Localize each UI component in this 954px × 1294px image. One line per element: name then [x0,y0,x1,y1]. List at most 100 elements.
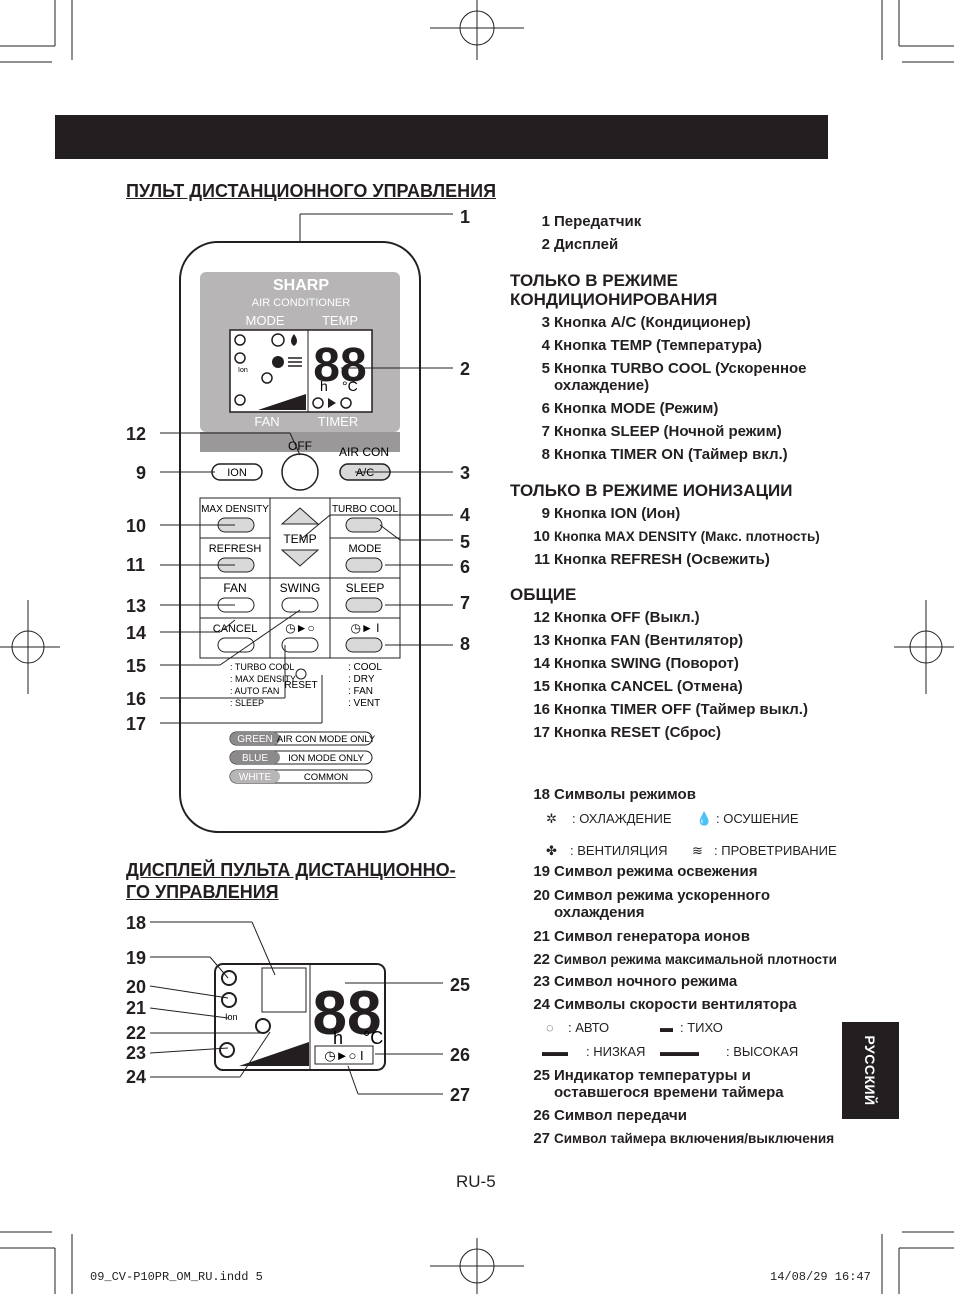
remote-control-illustration: SHARP AIR CONDITIONER MODE TEMP 88 h °C … [179,241,421,833]
heading-common: ОБЩИЕ [510,585,577,604]
reset-icon [295,668,307,680]
callout-26: 26 [450,1045,471,1065]
svg-text:: AUTO FAN: : AUTO FAN [230,686,279,696]
callout-3: 3 [460,463,471,483]
transmit-icon [328,398,336,408]
svg-text:SLEEP: SLEEP [346,581,385,595]
language-tab: РУССКИЙ [842,1022,899,1119]
svg-text:SWING: SWING [280,581,321,595]
svg-text:Ion: Ion [238,367,248,374]
callout-1: 1 [460,207,471,227]
display-section-title-1: ДИСПЛЕЙ ПУЛЬТА ДИСТАНЦИОННО- [126,860,456,880]
svg-text:ION: ION [227,467,247,479]
display-refresh-icon [221,970,237,986]
svg-text:Ion: Ion [225,1012,238,1022]
svg-text:AIR CON MODE ONLY: AIR CON MODE ONLY [277,734,376,745]
callout-19: 19 [126,948,147,968]
callout-4: 4 [460,505,471,525]
high-fan-icon: ▬▬▬ [660,1044,699,1059]
fan-symbol-label: : ВЕНТИЛЯЦИЯ [570,843,668,858]
svg-text:TEMP: TEMP [283,532,316,546]
callout-27: 27 [450,1085,471,1105]
timer-on-button [345,637,383,653]
temp-up-button [280,507,320,525]
mode-symbol-box [261,967,307,1013]
svg-text:COMMON: COMMON [304,772,348,783]
cancel-button [217,637,255,653]
display-turbo-icon [221,992,237,1008]
auto-fan-label: : АВТО [568,1020,610,1035]
vent-icon [288,357,302,367]
cool-symbol-icon: ✲ [546,811,557,826]
auto-fan-icon: ◌ [546,1020,554,1035]
display-lower-panel [200,432,400,452]
display-autofan-icon [219,1042,235,1058]
heading-aircon-1: ТОЛЬКО В РЕЖИМЕ [510,271,678,290]
callout-14: 14 [126,623,147,643]
svg-text:: FAN: : FAN [348,686,373,697]
header-banner [55,115,828,159]
svg-text:: SLEEP: : SLEEP [230,698,264,708]
display-digits: 88 [313,979,382,1048]
timer-off-symbols: ◷►○ [285,621,315,635]
fan-label: FAN [254,414,279,429]
sharp-logo: SHARP [273,277,329,294]
sleep-button [345,597,383,613]
callout-25: 25 [450,975,471,995]
svg-text:h: h [333,1028,343,1048]
svg-text:MAX DENSITY: MAX DENSITY [201,504,269,515]
quiet-fan-label: : ТИХО [680,1020,723,1035]
dry-icon [291,334,297,346]
remote-section-title: ПУЛЬТ ДИСТАНЦИОННОГО УПРАВЛЕНИЯ [126,181,497,201]
svg-text:REFRESH: REFRESH [209,543,262,555]
low-fan-label: : НИЗКАЯ [586,1044,646,1059]
callout-22: 22 [126,1023,147,1043]
lcd-celsius: °C [342,378,358,394]
svg-text:: MAX DENSITY: : MAX DENSITY [230,674,296,684]
svg-text:°C: °C [363,1028,383,1048]
callout-11: 11 [126,555,146,575]
callout-2: 2 [460,359,471,379]
fan-icon [272,356,284,368]
mode-button [345,557,383,573]
timer-off-icon [340,397,352,409]
svg-text:FAN: FAN [223,581,246,595]
cool-icon [271,333,285,347]
svg-text:: TURBO COOL: : TURBO COOL [230,662,294,672]
svg-text:: DRY: : DRY [348,674,375,685]
dry-symbol-icon: 💧 [696,811,713,826]
callout-17: 17 [126,714,147,734]
quiet-fan-icon: ▬ [660,1020,673,1035]
mode-label: MODE [246,313,285,328]
callout-13: 13 [126,596,147,616]
display-section-title-2: ГО УПРАВЛЕНИЯ [126,882,279,902]
low-fan-icon: ▬▬ [542,1044,568,1059]
callout-6: 6 [460,557,471,577]
sleep-icon [261,372,273,384]
callout-5: 5 [460,532,471,552]
refresh-icon [234,334,246,346]
callout-23: 23 [126,1043,147,1063]
timer-icon [312,397,324,409]
callout-10: 10 [126,516,147,536]
timer-on-symbols: ◷► I [350,621,379,635]
callout-15: 15 [126,656,147,676]
footer-file: 09_CV-P10PR_OM_RU.indd 5 [90,1270,263,1284]
heading-ion: ТОЛЬКО В РЕЖИМЕ ИОНИЗАЦИИ [510,481,793,500]
svg-text:MODE: MODE [349,543,382,555]
display-fan-bars [239,1042,309,1066]
aircon-label: AIR CONDITIONER [252,297,350,309]
callout-9: 9 [136,463,147,483]
callout-21: 21 [126,998,147,1018]
cool-symbol-label: : ОХЛАЖДЕНИЕ [572,811,672,826]
high-fan-label: : ВЫСОКАЯ [726,1044,799,1059]
dry-symbol-label: : ОСУШЕНИЕ [716,811,799,826]
callout-12: 12 [126,424,147,444]
svg-text:: COOL: : COOL [348,662,382,673]
vent-symbol-label: : ПРОВЕТРИВАНИЕ [714,843,837,858]
svg-text:AIR CON: AIR CON [339,445,389,459]
callout-16: 16 [126,689,147,709]
